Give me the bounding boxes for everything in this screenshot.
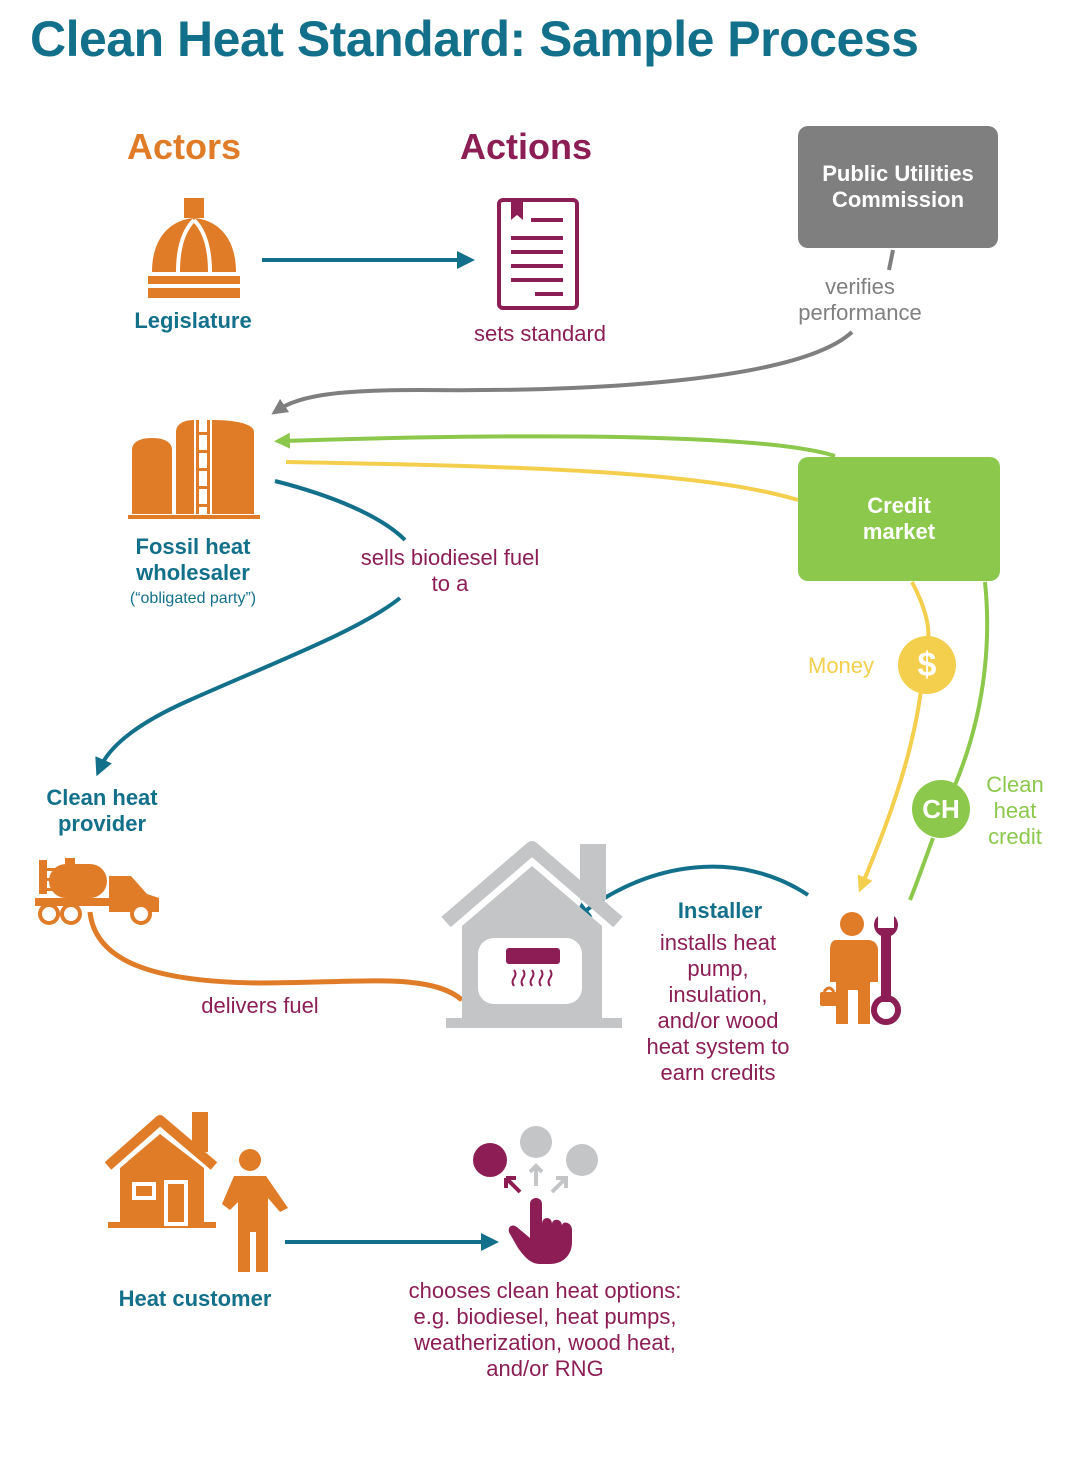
- page-title: Clean Heat Standard: Sample Process: [30, 11, 919, 67]
- puc-label: Public Utilities Commission: [822, 161, 974, 212]
- house-heat-pump-icon: [441, 841, 623, 1028]
- customer-house-icon: [104, 1112, 288, 1272]
- ch-badge-label: CH: [922, 793, 960, 824]
- actors-header: Actors: [127, 126, 242, 167]
- obligated-party-label: (“obligated party”): [129, 590, 257, 607]
- legislature-label: Legislature: [134, 308, 252, 333]
- line-wholesaler-to-sells: [274, 479, 407, 542]
- money-icon: $: [898, 636, 956, 694]
- actions-header: Actions: [460, 126, 593, 167]
- arrow-verify-to-wholesaler: [271, 330, 854, 415]
- fossil-wholesaler-label: Fossil heat wholesaler: [135, 534, 251, 585]
- line-wholesaler-to-credit-yellow: [285, 460, 799, 502]
- document-icon: [497, 198, 579, 310]
- puc-box: Public Utilities Commission: [798, 126, 998, 248]
- sets-standard-label: sets standard: [473, 321, 607, 346]
- installer-action-label: installs heat pump, insulation, and/or w…: [646, 930, 790, 1085]
- line-ch-to-installer: [908, 837, 935, 901]
- line-credit-to-money: [910, 581, 931, 641]
- delivers-fuel-label: delivers fuel: [201, 993, 319, 1018]
- heat-customer-label: Heat customer: [118, 1286, 272, 1311]
- installer-wrench-icon: [820, 912, 901, 1025]
- sells-biodiesel-label: sells biodiesel fuel to a: [360, 545, 540, 596]
- tanker-truck-icon: [35, 858, 159, 925]
- storage-tanks-icon: [128, 420, 260, 519]
- installer-label: Installer: [677, 898, 763, 923]
- line-puc-to-verify: [887, 249, 895, 271]
- money-label: Money: [808, 653, 875, 678]
- clean-heat-provider-label: Clean heat provider: [46, 785, 158, 836]
- arrow-money-to-installer: [857, 689, 923, 893]
- capitol-dome-icon: [148, 198, 240, 298]
- verifies-performance-label: verifies performance: [798, 274, 922, 325]
- choice-tap-icon: [473, 1126, 598, 1264]
- ch-badge: CH: [912, 780, 970, 838]
- arrow-sells-to-provider: [95, 596, 402, 777]
- clean-heat-credit-label: Clean heat credit: [986, 772, 1044, 849]
- line-credit-to-ch: [953, 581, 990, 786]
- credit-market-box: Credit market: [798, 457, 1000, 581]
- arrow-installer-to-house: [572, 864, 810, 921]
- arrow-credit-to-wholesaler-green: [274, 432, 836, 458]
- hose-truck-to-house: [87, 911, 464, 1002]
- money-symbol: $: [917, 645, 937, 684]
- customer-action-label: chooses clean heat options: e.g. biodies…: [408, 1278, 682, 1381]
- credit-market-label: Credit market: [862, 493, 936, 544]
